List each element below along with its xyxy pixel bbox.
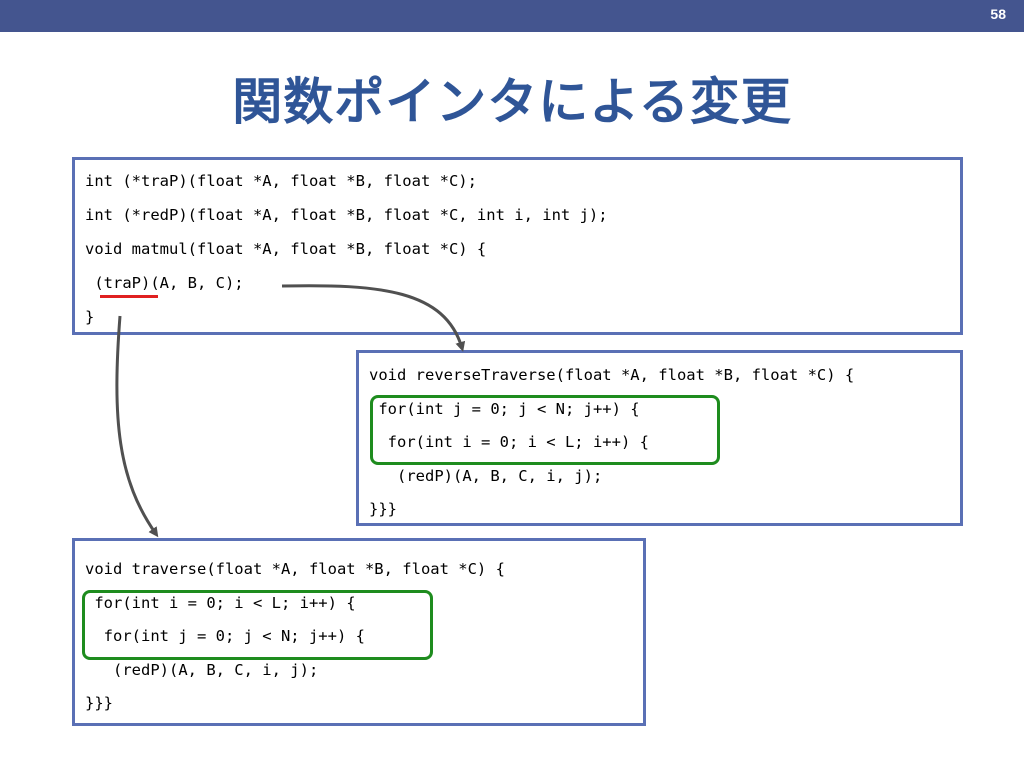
slide-number: 58 — [990, 6, 1006, 22]
code-line: (redP)(A, B, C, i, j); — [369, 467, 603, 485]
code-line: }}} — [369, 500, 397, 518]
code-line: } — [85, 308, 95, 326]
reverse-traverse-code-box: void reverseTraverse(float *A, float *B,… — [356, 350, 963, 526]
code-line: (traP)(A, B, C); — [85, 274, 244, 292]
code-line: void reverseTraverse(float *A, float *B,… — [369, 366, 855, 384]
traverse-code-box: void traverse(float *A, float *B, float … — [72, 538, 646, 726]
code-line: for(int j = 0; j < N; j++) { — [369, 400, 640, 418]
header-bar: 58 — [0, 0, 1024, 32]
loop-highlight-box — [370, 395, 720, 465]
trap-underline — [100, 295, 158, 298]
code-line: for(int j = 0; j < N; j++) { — [85, 627, 365, 645]
slide-title: 関数ポインタによる変更 — [232, 73, 792, 131]
code-line: for(int i = 0; i < L; i++) { — [369, 433, 649, 451]
code-line: (redP)(A, B, C, i, j); — [85, 661, 319, 679]
arrow-to-traverse — [115, 315, 159, 538]
code-line: void matmul(float *A, float *B, float *C… — [85, 240, 487, 258]
code-line: void traverse(float *A, float *B, float … — [85, 560, 505, 578]
code-line: int (*redP)(float *A, float *B, float *C… — [85, 206, 608, 224]
main-code-box: int (*traP)(float *A, float *B, float *C… — [72, 157, 963, 335]
loop-highlight-box — [82, 590, 433, 660]
code-line: for(int i = 0; i < L; i++) { — [85, 594, 356, 612]
code-line: }}} — [85, 694, 113, 712]
code-line: int (*traP)(float *A, float *B, float *C… — [85, 172, 477, 190]
